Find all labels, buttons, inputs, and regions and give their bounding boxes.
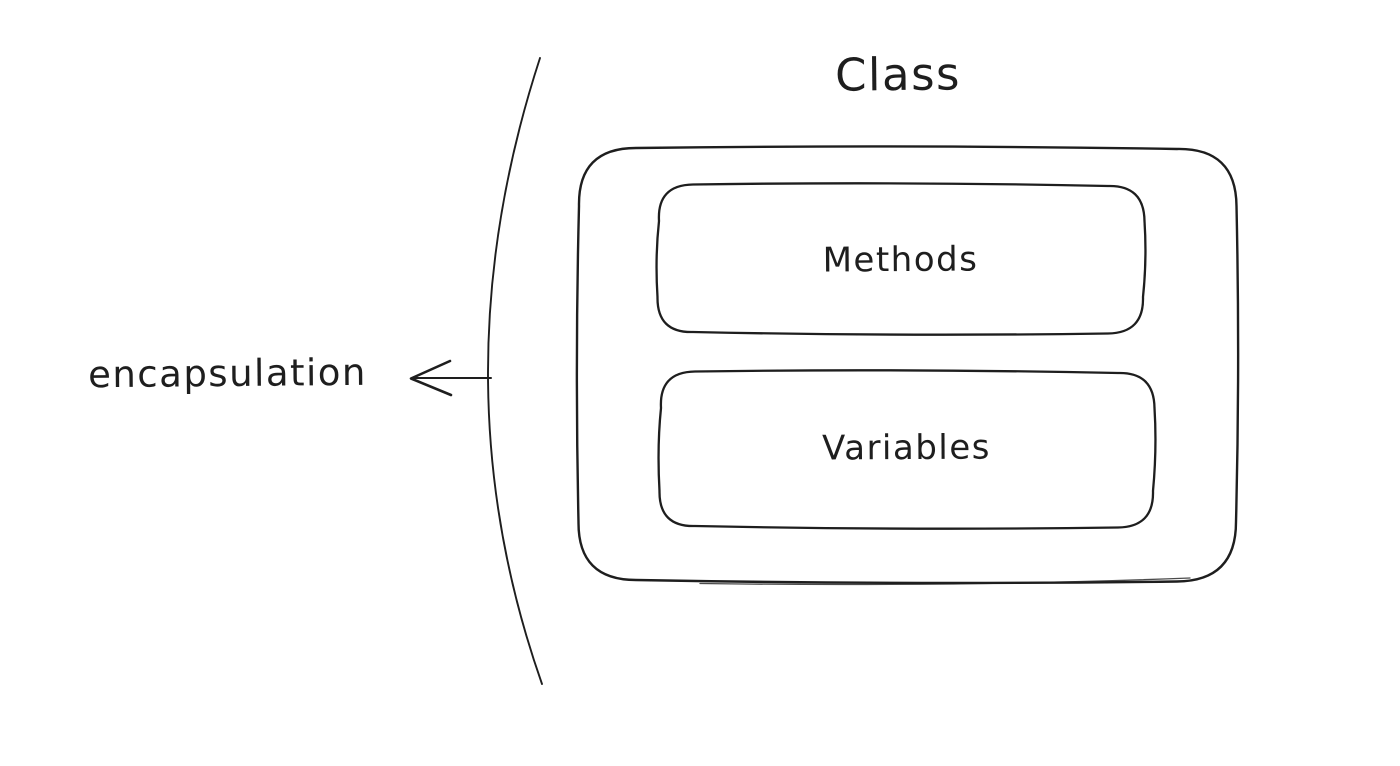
encapsulation-label: encapsulation (87, 350, 368, 397)
variables-box-label: Variables (821, 427, 992, 469)
class-box-outline (575, 145, 1240, 585)
brace-curve (487, 57, 543, 685)
encapsulation-arrow-head (409, 359, 453, 397)
class-title: Class (834, 47, 962, 102)
methods-box-outline (655, 182, 1147, 336)
class-box-overlap-stroke (699, 577, 1191, 586)
variables-box-outline (657, 369, 1157, 530)
methods-box-label: Methods (822, 239, 979, 281)
